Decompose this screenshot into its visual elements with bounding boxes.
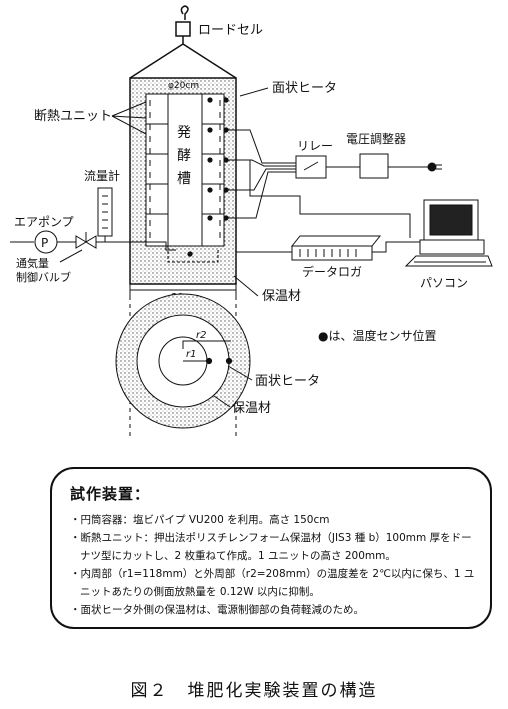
voltage-regulator-label: 電圧調整器 [346,131,406,146]
spec-item: 面状ヒータ外側の保温材は、電源制御部の負荷軽減のため。 [70,601,478,619]
spec-title: 試作装置： [70,485,151,503]
air-pump [10,230,58,254]
relay-symbol [295,155,360,179]
pc-cable [372,241,430,253]
load-cell-label: ロードセル [198,23,263,38]
voltage-regulator [359,153,442,179]
valve-label-1: 通気量 [16,256,49,270]
valve-label-2: 制御バルブ [16,270,71,284]
fermenter-label-3: 槽 [177,171,191,187]
sheet-heater-label: 面状ヒータ [272,81,337,96]
insulation-leader [233,275,259,297]
load-cell [129,5,237,79]
sensor-note: ●は、温度センサ位置 [318,328,436,343]
insulation-bottom-leader [213,395,231,408]
relay-label: リレー [297,139,333,153]
air-pump-symbol: P [41,236,48,250]
spec-item: 断熱ユニット：押出法ポリスチレンフォーム保温材（JIS3 種 b）100mm 厚… [70,529,478,565]
diameter-label: φ20cm [168,81,199,91]
spec-list: 円筒容器：塩ビパイプ VU200 を利用。高さ 150cm 断熱ユニット：押出法… [70,511,478,619]
cross-section [115,293,251,429]
spec-item: 内周部（r1=118mm）と外周部（r2=208mm）の温度差を 2℃以内に保ち… [70,565,478,601]
flow-meter [96,187,176,251]
flow-meter-label: 流量計 [84,168,120,183]
air-pump-label: エアポンプ [14,215,74,229]
heater-wires [226,129,296,219]
r2-label: r2 [196,330,206,341]
insulation-bottom-label: 保温材 [232,401,271,416]
control-valve [57,232,97,249]
fermenter-column [129,77,237,285]
data-logger [290,235,382,261]
r1-label: r1 [186,349,196,360]
data-logger-label: データロガ [302,264,362,279]
figure-caption: 図２ 堆肥化実験装置の構造 [130,681,378,701]
pc-icon [404,199,493,267]
insulation-unit-label: 断熱ユニット [34,109,112,124]
control-cable [249,160,411,238]
spec-item: 円筒容器：塩ビパイプ VU200 を利用。高さ 150cm [70,511,478,529]
sheet-heater-bottom-leader [227,365,253,381]
insulation-unit-arrows [111,101,147,135]
sheet-heater-leader [239,87,269,97]
valve-leader [59,249,83,263]
fermenter-label-2: 酵 [177,148,191,164]
fermenter-label-1: 発 [177,125,191,141]
insulation-material-label: 保温材 [262,289,301,304]
pc-label: パソコン [420,276,468,290]
sheet-heater-bottom-label: 面状ヒータ [255,374,320,389]
spec-box: 試作装置： 円筒容器：塩ビパイプ VU200 を利用。高さ 150cm 断熱ユニ… [50,467,492,629]
